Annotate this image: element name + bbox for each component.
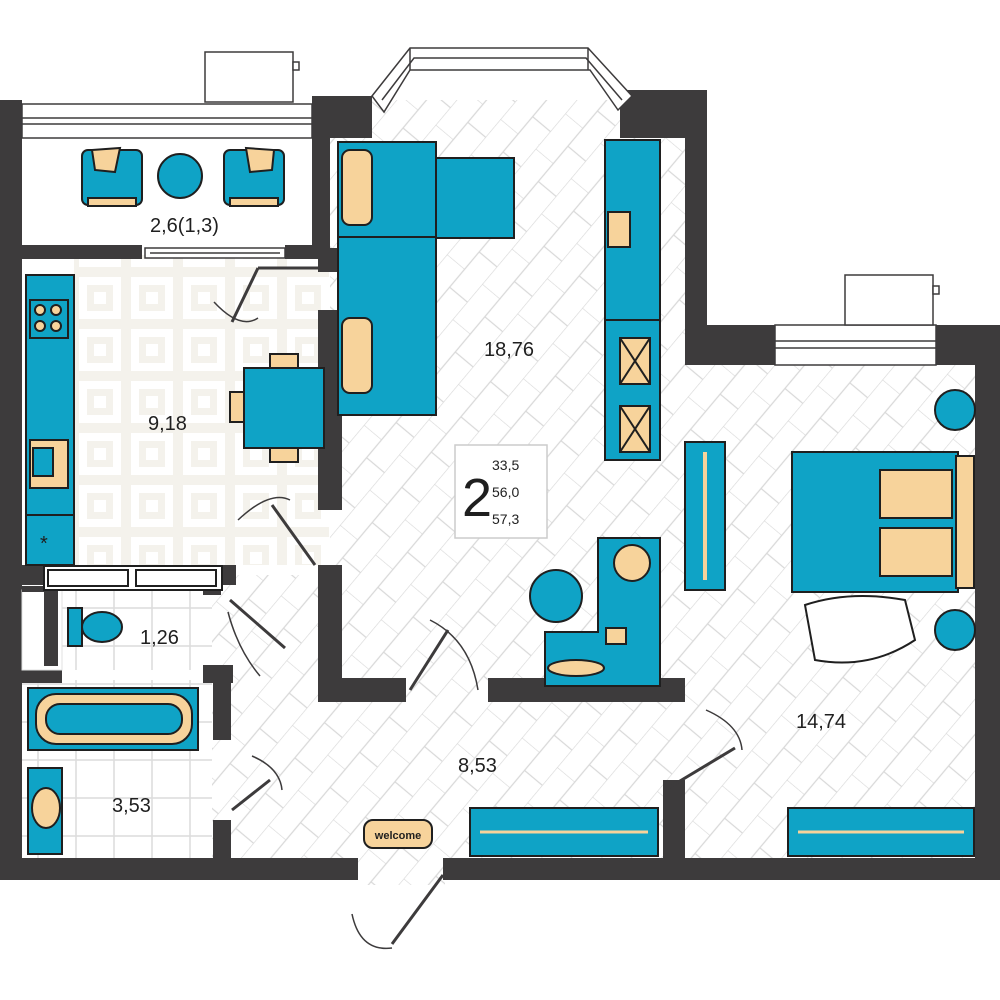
area-bedroom: 14,74 <box>796 711 846 733</box>
balcony-furniture <box>81 146 285 207</box>
total-area-with-balcony: 57,3 <box>492 511 519 527</box>
area-balcony: 2,6(1,3) <box>150 215 219 237</box>
walls <box>0 90 1000 880</box>
area-kitchen: 9,18 <box>148 413 187 435</box>
living-furniture <box>337 139 661 687</box>
area-bathroom: 3,53 <box>112 795 151 817</box>
area-hallway: 8,53 <box>458 755 497 777</box>
kitchen-furniture: * <box>25 274 325 566</box>
total-area: 56,0 <box>492 484 519 500</box>
windows <box>21 47 940 366</box>
bath-fixtures <box>27 687 199 855</box>
wardrobes <box>469 807 975 857</box>
doormat: welcome <box>363 819 433 849</box>
area-toilet: 1,26 <box>140 627 179 649</box>
living-area: 33,5 <box>492 457 519 473</box>
area-living-room: 18,76 <box>484 339 534 361</box>
rooms-count: 2 <box>462 468 492 528</box>
freezer-icon: * <box>40 533 48 555</box>
bedroom-furniture <box>684 389 976 664</box>
doormat-text: welcome <box>374 830 421 842</box>
toilet-fixtures <box>43 565 223 647</box>
doors <box>144 247 743 950</box>
room-labels: 2,6(1,3) 9,18 18,76 1,26 3,53 8,53 14,74 <box>112 215 846 817</box>
apartment-info-box: 2 33,5 56,0 57,3 <box>454 444 548 539</box>
